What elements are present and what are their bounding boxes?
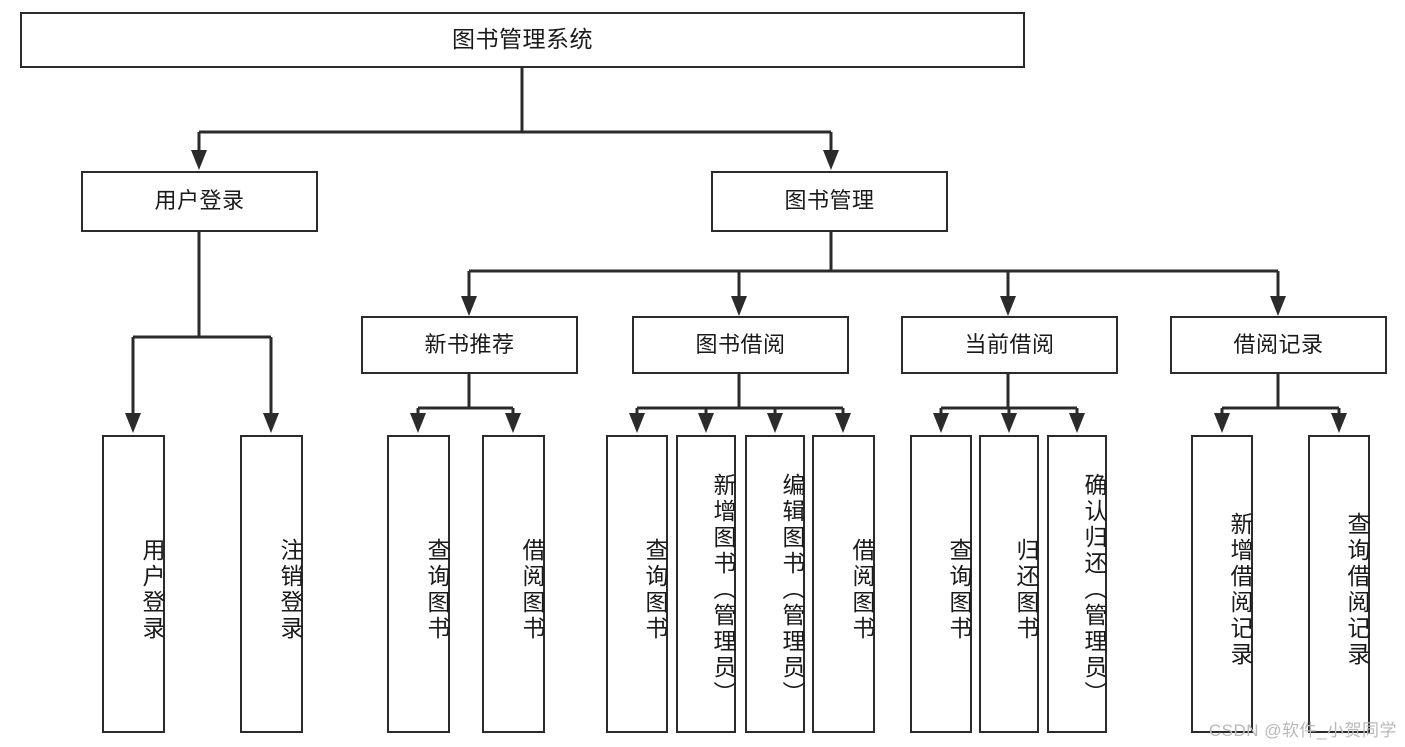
arrow-borrow-l3: [767, 413, 783, 433]
arrow-record-l2: [1331, 413, 1347, 433]
arrow-newbook-l1: [410, 413, 426, 433]
arrow-current-l3: [1069, 413, 1085, 433]
leaf-label: 用户登录: [139, 538, 165, 642]
arrow-userlogin-leaf1: [125, 413, 141, 433]
leaf-borrow-query-book[interactable]: 查询图书: [606, 435, 668, 733]
arrow-borrow-l2: [698, 413, 714, 433]
leaf-record-add-borrow-record[interactable]: 新增借阅记录: [1191, 435, 1253, 733]
arrow-bookmgmt-c1: [461, 296, 477, 316]
arrow-borrow-l1: [629, 413, 645, 433]
leaf-label: 注销登录: [277, 538, 303, 642]
arrow-bookmgmt-c3: [1000, 296, 1016, 316]
arrow-bookmgmt-c2: [731, 296, 747, 316]
leaf-user-login-logout[interactable]: 注销登录: [240, 435, 303, 733]
leaf-borrow-borrow-book[interactable]: 借阅图书: [812, 435, 875, 733]
leaf-label: 查询图书: [424, 538, 450, 642]
arrow-current-l1: [933, 413, 949, 433]
leaf-new-book-query-book[interactable]: 查询图书: [387, 435, 450, 733]
arrow-current-l2: [1001, 413, 1017, 433]
leaf-label: 新增图书（管理员）: [710, 473, 736, 707]
leaf-record-query-borrow-record[interactable]: 查询借阅记录: [1308, 435, 1370, 733]
leaf-label: 确认归还（管理员）: [1081, 473, 1107, 707]
node-borrow-record[interactable]: 借阅记录: [1170, 316, 1387, 374]
node-book-borrow[interactable]: 图书借阅: [632, 316, 849, 374]
leaf-current-return-book[interactable]: 归还图书: [979, 435, 1039, 733]
leaf-label: 编辑图书（管理员）: [779, 473, 805, 707]
node-current-borrow[interactable]: 当前借阅: [901, 316, 1118, 374]
leaf-current-confirm-return-admin[interactable]: 确认归还（管理员）: [1047, 435, 1107, 733]
arrow-record-l1: [1214, 413, 1230, 433]
leaf-new-book-borrow-book[interactable]: 借阅图书: [482, 435, 545, 733]
arrow-borrow-l4: [835, 413, 851, 433]
leaf-borrow-edit-book-admin[interactable]: 编辑图书（管理员）: [745, 435, 805, 733]
arrow-root-to-userlogin: [191, 150, 207, 170]
leaf-label: 查询图书: [642, 538, 668, 642]
leaf-label: 查询图书: [946, 538, 972, 642]
leaf-label: 新增借阅记录: [1227, 512, 1253, 668]
node-root-book-management-system[interactable]: 图书管理系统: [20, 12, 1025, 68]
leaf-label: 借阅图书: [849, 538, 875, 642]
csdn-watermark: CSDN @软件_小贺同学: [1208, 721, 1397, 740]
arrow-root-to-bookmgmt: [823, 150, 839, 170]
arrow-userlogin-leaf2: [263, 413, 279, 433]
leaf-label: 查询借阅记录: [1344, 512, 1370, 668]
node-user-login[interactable]: 用户登录: [81, 171, 318, 232]
leaf-user-login-login[interactable]: 用户登录: [102, 435, 165, 733]
node-new-book-recommendation[interactable]: 新书推荐: [361, 316, 578, 374]
node-book-management[interactable]: 图书管理: [711, 171, 948, 232]
leaf-current-query-book[interactable]: 查询图书: [910, 435, 972, 733]
arrow-newbook-l2: [505, 413, 521, 433]
arrow-bookmgmt-c4: [1270, 296, 1286, 316]
leaf-label: 归还图书: [1013, 538, 1039, 642]
leaf-label: 借阅图书: [519, 538, 545, 642]
leaf-borrow-add-book-admin[interactable]: 新增图书（管理员）: [676, 435, 736, 733]
